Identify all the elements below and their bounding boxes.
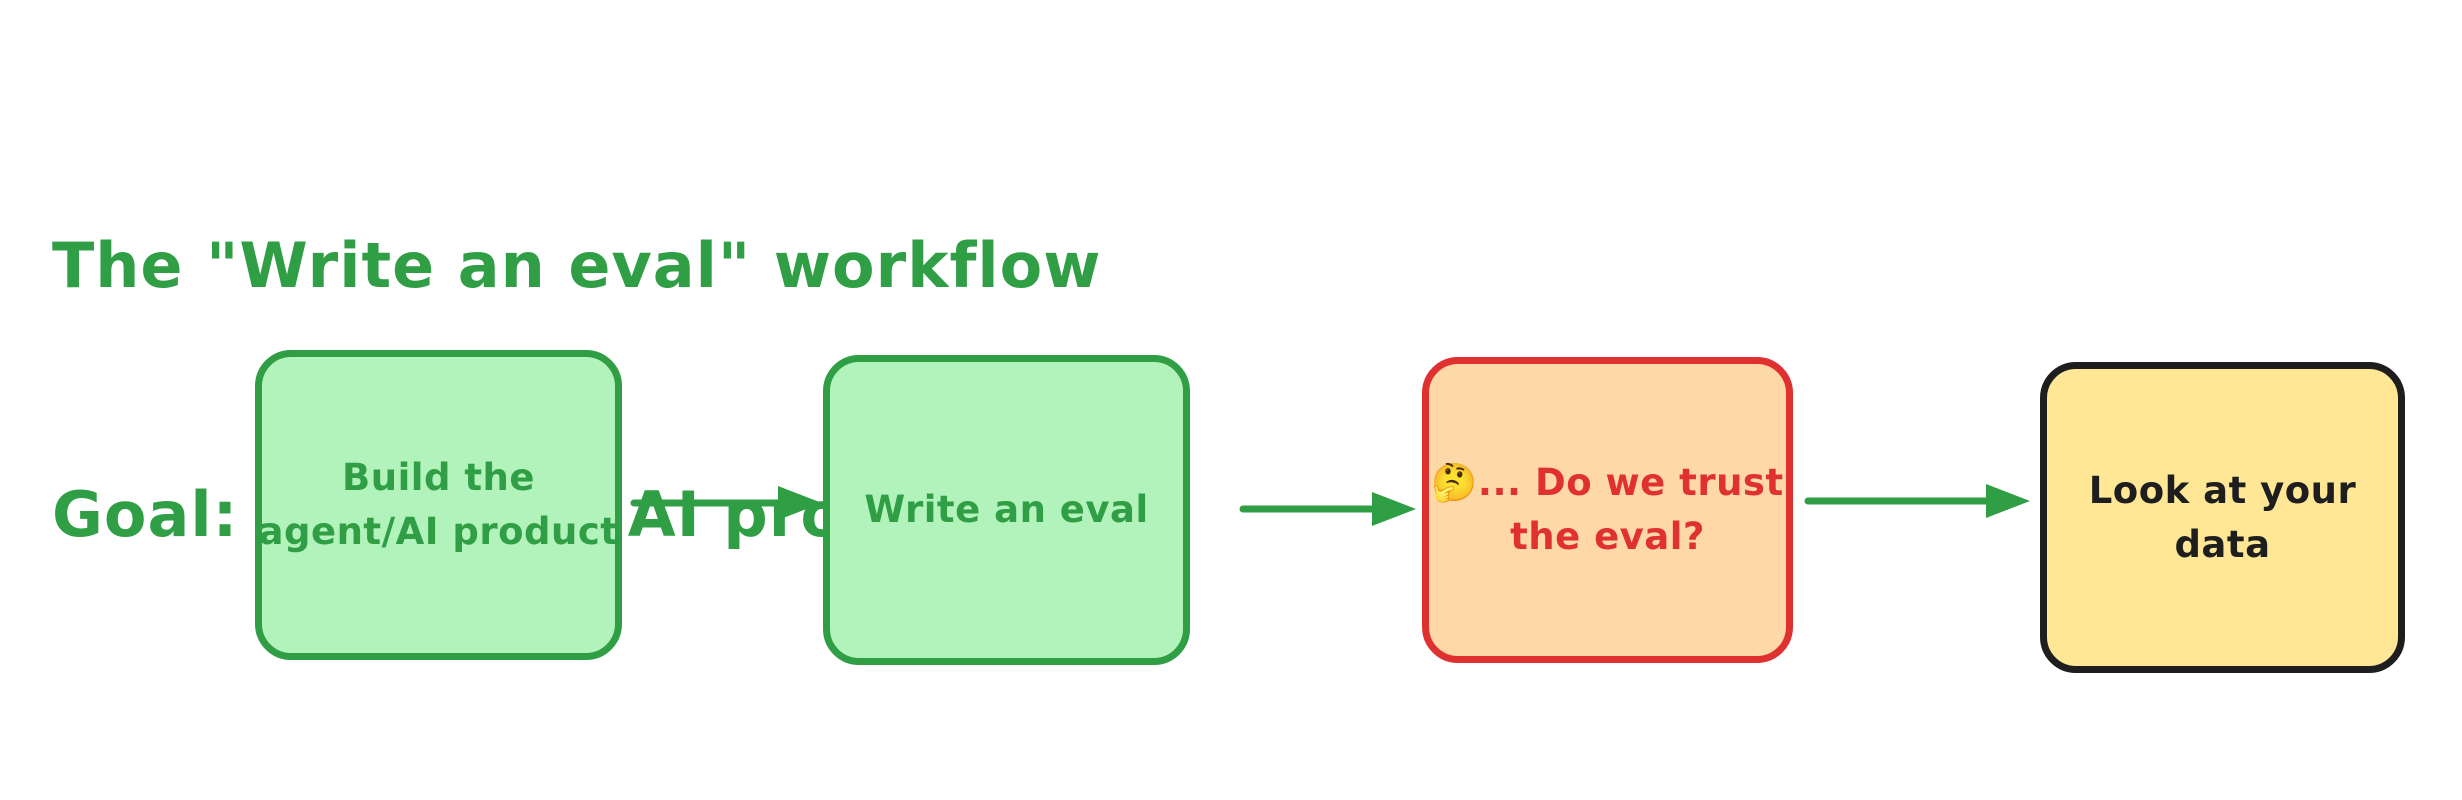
flow-node-look-at-your-data: Look at your data <box>2040 362 2405 673</box>
node-label-line: 🤔... Do we trust <box>1431 461 1784 505</box>
flow-node-build-agent-product: Build the agent/AI product <box>255 350 622 660</box>
node-label-line: agent/AI product <box>258 510 619 553</box>
node-label-line: Build the <box>342 456 535 500</box>
node-label-line: data <box>2174 522 2271 566</box>
title-line-1: The "Write an eval" workflow <box>52 229 1102 303</box>
flow-node-write-an-eval: Write an eval <box>823 355 1190 665</box>
arrowhead-icon <box>1372 492 1416 526</box>
node-label-line: Look at your <box>2088 468 2357 512</box>
flow-node-do-we-trust-the-eval: 🤔... Do we trust the eval? <box>1422 357 1793 663</box>
arrow-write-eval-to-trust-eval <box>1239 492 1416 526</box>
arrowhead-icon <box>1986 484 2030 518</box>
arrow-trust-eval-to-look-at-data <box>1804 484 2030 518</box>
node-label-line: Write an eval <box>864 488 1149 532</box>
node-label-line: the eval? <box>1510 515 1705 558</box>
